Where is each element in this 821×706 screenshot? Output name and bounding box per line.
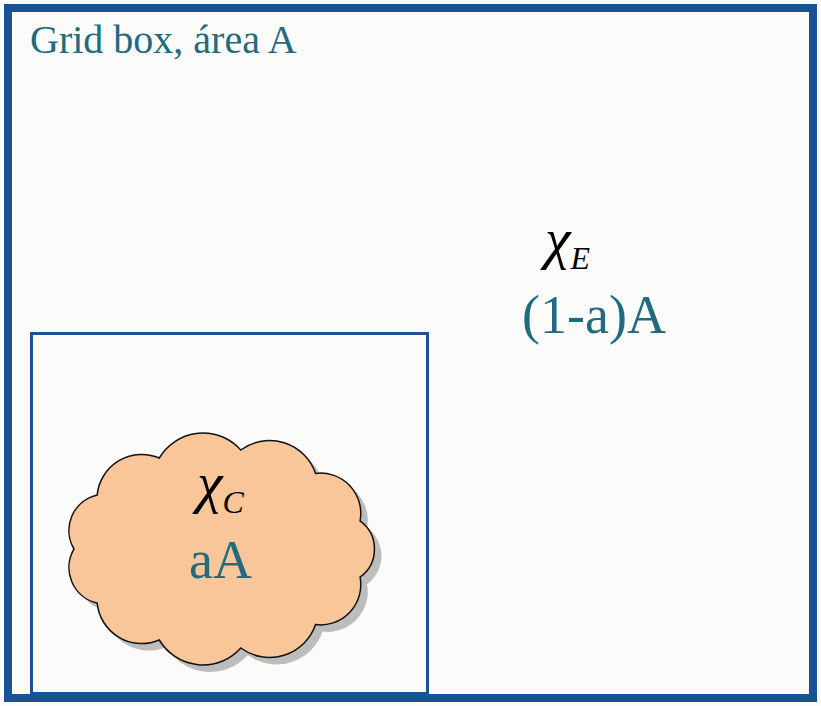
cloud-area: aA bbox=[189, 533, 252, 587]
cloud-area-rect bbox=[32, 334, 428, 694]
cloud: χC aA bbox=[48, 425, 400, 681]
grid-box: Grid box, área A χE (1-a)A χC aA bbox=[4, 4, 817, 702]
grid-box-title: Grid box, área A bbox=[30, 20, 297, 60]
cloud-outline bbox=[69, 433, 374, 665]
environment-symbol: χE bbox=[545, 210, 590, 275]
environment-area: (1-a)A bbox=[522, 288, 666, 342]
cloud-symbol: χC bbox=[197, 454, 244, 519]
